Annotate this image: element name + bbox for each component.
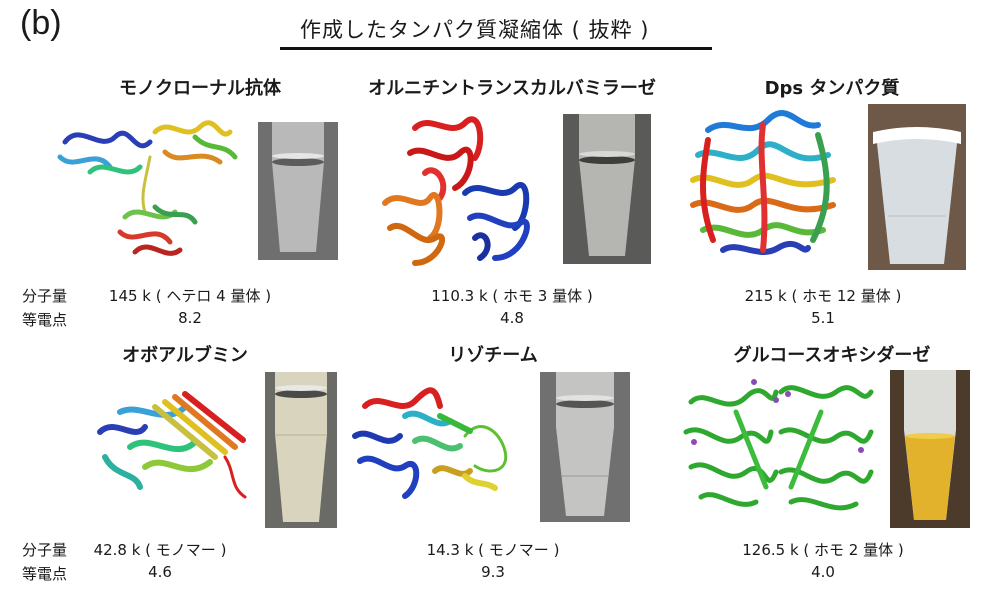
row-label-mw: 分子量 (22, 541, 68, 559)
ovalbumin-structure-image (85, 372, 260, 511)
protein-name-otc: オルニチントランスカルバミラーゼ (368, 78, 656, 99)
otc-structure-image (375, 108, 535, 277)
gox-structure-image (676, 372, 881, 526)
title-underline (280, 47, 712, 50)
otc-tube-photo (563, 114, 651, 264)
mw-value-otc: 110.3 k ( ホモ 3 量体 ) (431, 287, 593, 305)
row-label-mw: 分子量 (22, 287, 68, 305)
lysozyme-tube-photo (540, 372, 630, 522)
ovalbumin-tube-photo (265, 372, 337, 528)
protein-name-antibody: モノクローナル抗体 (119, 78, 281, 99)
protein-name-ovalbumin: オボアルブミン (122, 345, 248, 366)
pi-value-ovalbumin: 4.6 (148, 563, 172, 581)
pi-value-antibody: 8.2 (178, 309, 202, 327)
mw-value-lysozyme: 14.3 k ( モノマー ) (426, 541, 560, 559)
mw-value-antibody: 145 k ( ヘテロ 4 量体 ) (108, 287, 272, 305)
protein-name-lysozyme: リゾチーム (448, 345, 538, 366)
figure-title: 作成したタンパク質凝縮体 ( 抜粋 ) (300, 18, 650, 42)
row-label-pi: 等電点 (22, 311, 68, 329)
pi-value-lysozyme: 9.3 (481, 563, 505, 581)
antibody-structure-image (45, 112, 245, 276)
gox-tube-photo (890, 370, 970, 528)
pi-value-otc: 4.8 (500, 309, 524, 327)
lysozyme-structure-image (345, 376, 515, 510)
panel-label: (b) (20, 4, 62, 42)
pi-value-dps: 5.1 (811, 309, 835, 327)
mw-value-ovalbumin: 42.8 k ( モノマー ) (93, 541, 227, 559)
mw-value-dps: 215 k ( ホモ 12 量体 ) (744, 287, 902, 305)
mw-value-gox: 126.5 k ( ホモ 2 量体 ) (742, 541, 904, 559)
protein-name-dps: Dps タンパク質 (764, 78, 900, 99)
row-label-pi: 等電点 (22, 565, 68, 583)
antibody-tube-photo (258, 122, 338, 260)
dps-structure-image (678, 100, 848, 274)
pi-value-gox: 4.0 (811, 563, 835, 581)
dps-tube-photo (868, 104, 966, 270)
protein-name-gox: グルコースオキシダーゼ (733, 345, 931, 366)
